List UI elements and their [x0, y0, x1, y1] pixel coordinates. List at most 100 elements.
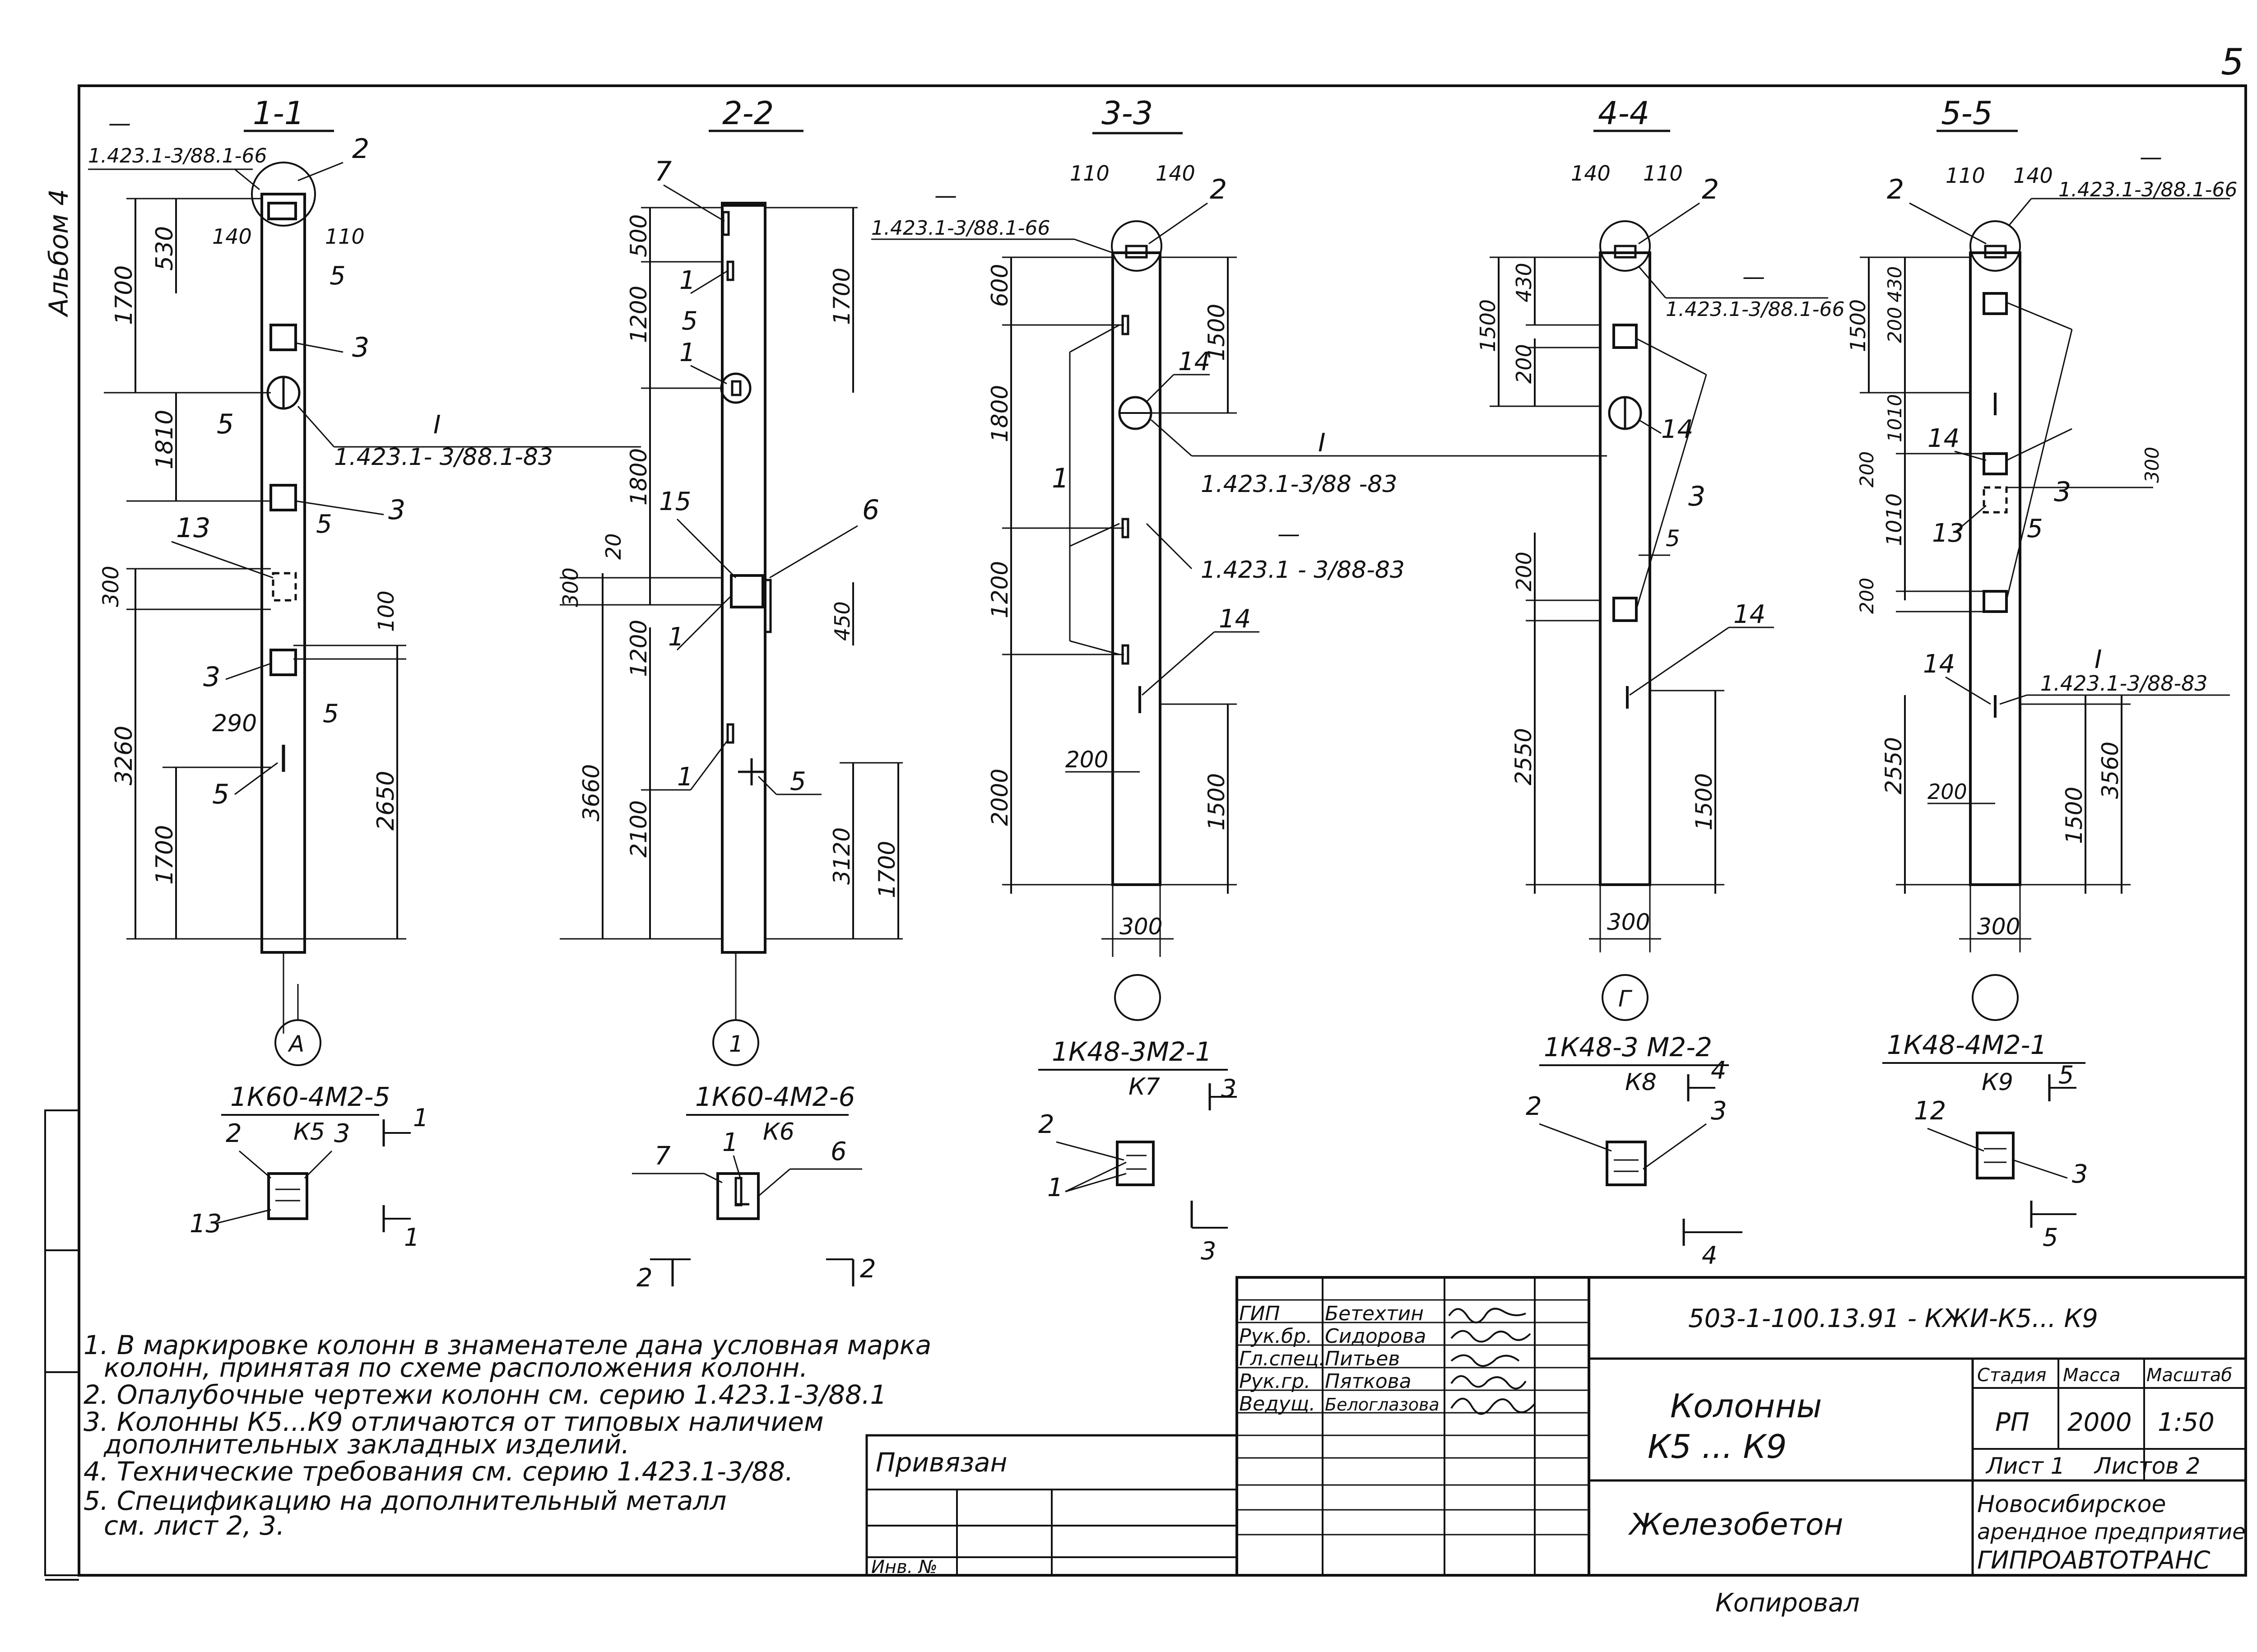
callout: 5	[217, 408, 234, 440]
column-mark: 1К48-4М2-1	[1887, 1030, 2047, 1060]
embedded-part	[1983, 590, 2008, 613]
dim-1810: 1810	[151, 410, 178, 469]
ref-tick: —	[1277, 521, 1300, 547]
column-mark-sub: К5	[293, 1118, 325, 1146]
column-mark-sub: К9	[1982, 1069, 2013, 1096]
dim: 1010	[1882, 493, 1906, 546]
callout: 5	[790, 767, 806, 796]
callout: 13	[176, 512, 210, 544]
dim: 300	[2141, 447, 2163, 483]
detail-circle	[1111, 220, 1162, 272]
section-title: 2-2	[722, 95, 774, 132]
column-plan	[1606, 1141, 1647, 1186]
column-body	[1599, 251, 1651, 886]
doc-code: 503-1-100.13.91 - КЖИ-К5... К9	[1688, 1304, 2098, 1333]
dim-1700b: 1700	[151, 825, 178, 885]
plan-callout: 3	[2072, 1160, 2088, 1189]
dim: 3560	[2097, 742, 2123, 799]
detail-circle	[1599, 220, 1651, 272]
note-line: колонн, принятая по схеме расположения к…	[104, 1352, 808, 1383]
section-5-5: 5-5 1500 200 430 1010 200	[1846, 95, 2237, 1252]
dim: 140	[1571, 161, 1611, 186]
embedded-part	[730, 574, 764, 608]
plan-callout: 3	[1711, 1096, 1727, 1126]
ref: 1.423.1-3/88 -83	[1201, 471, 1397, 498]
ref-tick: —	[2140, 144, 2162, 170]
callout: 3	[203, 661, 220, 693]
embedded-part	[267, 202, 297, 220]
embedded-part	[1612, 324, 1638, 349]
stage: РП	[1995, 1408, 2029, 1437]
column-mark-sub: К6	[763, 1118, 794, 1146]
callout: 1	[668, 622, 684, 652]
dim: 140	[1156, 161, 1195, 186]
dim: 1500	[1476, 299, 1500, 352]
note-line: 4. Технические требования см. серию 1.42…	[84, 1456, 794, 1487]
album-label: Альбом 4	[43, 189, 74, 318]
cut-label: 1	[413, 1104, 428, 1132]
embedded-part	[269, 324, 297, 351]
column-mark: 1К48-3 М2-2	[1544, 1032, 1712, 1063]
plan-callout: 1	[1047, 1173, 1063, 1202]
ref-roman: I	[433, 410, 441, 440]
callout: 14	[1219, 604, 1251, 634]
callout: 5	[1666, 525, 1680, 552]
section-title: 3-3	[1101, 95, 1153, 132]
ref-tick: —	[108, 110, 131, 136]
dim: 450	[830, 601, 855, 641]
callout: 15	[659, 487, 691, 516]
dim: 3120	[829, 827, 855, 885]
dim: 300	[1977, 914, 2020, 940]
cut-label: 4	[1711, 1056, 1726, 1085]
callout: 5	[2027, 514, 2043, 543]
embedded-part	[1612, 597, 1638, 622]
ref-tick: —	[1742, 264, 1765, 290]
callout: 3	[388, 494, 405, 526]
axis-marker	[1114, 974, 1161, 1021]
section-title: 1-1	[253, 95, 304, 132]
col-header: Масса	[2063, 1365, 2121, 1386]
column-body	[1111, 251, 1161, 886]
callout: 14	[1923, 650, 1955, 679]
callout: 1	[1052, 463, 1069, 494]
dim: 1500	[2061, 787, 2087, 844]
role: Ведущ.	[1239, 1392, 1315, 1415]
dim: 200	[1884, 307, 1906, 343]
cut-label: 3	[1201, 1237, 1216, 1265]
plan-callout: 2	[226, 1119, 242, 1148]
callout: 2	[1702, 174, 1719, 205]
callout: 6	[862, 494, 879, 526]
callout: 2	[352, 133, 369, 165]
embedded-part	[764, 579, 772, 633]
drawing-title: К5 ... К9	[1648, 1428, 1787, 1466]
dim: 300	[558, 567, 583, 607]
callout: 7	[655, 156, 672, 187]
callout: 5	[682, 306, 698, 336]
column-plan	[716, 1172, 760, 1220]
role: Рук.бр.	[1239, 1325, 1312, 1348]
axis-marker	[1972, 974, 2019, 1021]
cut-label: 1	[404, 1223, 419, 1252]
dim: 600	[987, 264, 1013, 307]
callout: 2	[1887, 174, 1904, 205]
callout: 1	[677, 762, 693, 792]
column-mark: 1К60-4М2-5	[230, 1081, 390, 1112]
title-block: ГИП Рук.бр. Гл.спец. Рук.гр. Ведущ. Бете…	[1235, 1276, 2247, 1577]
dim-100: 100	[374, 590, 399, 632]
callout: 14	[1661, 415, 1693, 444]
note-line: см. лист 2, 3.	[104, 1510, 285, 1541]
ref-roman: I	[1318, 428, 1326, 458]
column-mark: 1К60-4М2-6	[695, 1081, 855, 1112]
role: ГИП	[1239, 1302, 1280, 1325]
org-name: арендное предприятие	[1977, 1519, 2246, 1545]
section-title: 5-5	[1941, 95, 1992, 132]
dim: 1500	[1691, 773, 1717, 831]
callout: 14	[1178, 347, 1210, 376]
dim: 2550	[1510, 728, 1537, 785]
ref-roman: I	[2094, 645, 2102, 674]
callout: 3	[352, 332, 369, 363]
ref: 1.423.1-3/88.1-66	[871, 217, 1050, 240]
embedded-part	[269, 484, 297, 511]
signature	[1448, 1308, 1526, 1323]
